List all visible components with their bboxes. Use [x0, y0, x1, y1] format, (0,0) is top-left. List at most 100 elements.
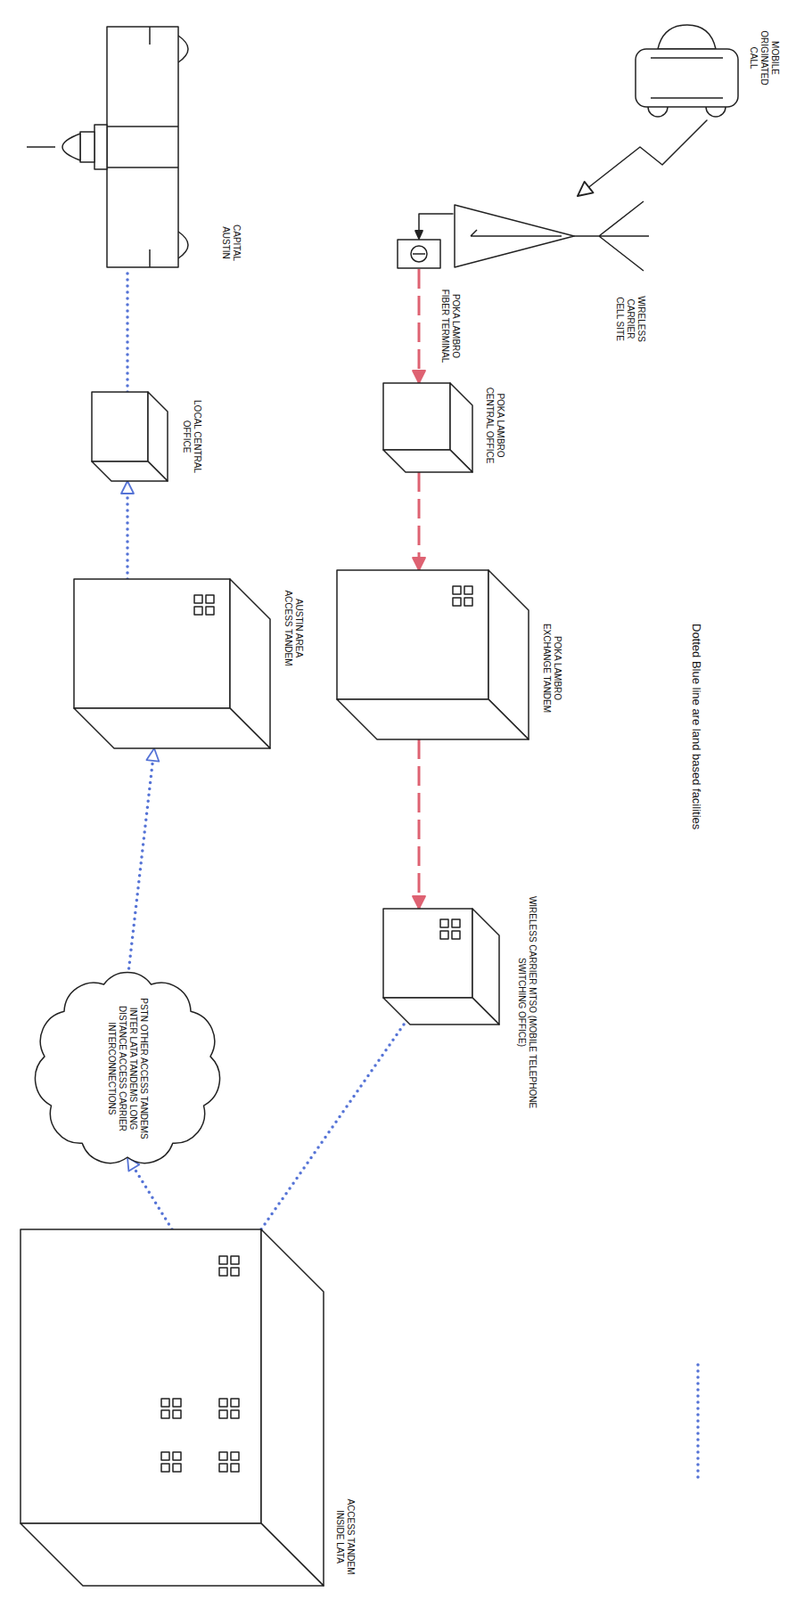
tandem-building-part — [73, 708, 271, 749]
tandem-building-part — [161, 1464, 170, 1473]
connector — [415, 213, 453, 239]
node-label: WIRELESS CARRIER MTSO (MOBILE TELEPHONE … — [516, 886, 538, 1119]
central-office-building-part — [91, 461, 168, 482]
tandem-building-part — [161, 1452, 170, 1461]
diagram-node: MOBILE ORIGINATED CALL — [631, 17, 780, 121]
tandem-building-part — [336, 699, 529, 740]
connector — [127, 1157, 173, 1231]
node-label: WIRELESS CARRIER CELL SITE — [614, 287, 647, 352]
arrowhead — [415, 230, 423, 239]
tandem-building-part — [230, 1452, 239, 1461]
node-label: POKA LAMBRO CENTRAL OFFICE — [484, 378, 506, 473]
capitol-illustration-part — [106, 26, 179, 268]
capitol-illustration-part — [178, 35, 189, 259]
capitol-illustration — [24, 26, 204, 268]
tandem-building-part — [20, 1524, 324, 1587]
tandem-building-part — [219, 1411, 228, 1420]
connector-line — [418, 213, 453, 239]
capitol-illustration-part — [80, 131, 95, 163]
legend-sample-line-part — [696, 1365, 700, 1484]
network-cloud-part — [34, 973, 220, 1165]
switching-office-building-part — [383, 909, 473, 999]
tandem-building-part — [172, 1399, 181, 1408]
car-illustration-part — [657, 24, 716, 50]
node-label: CAPITAL AUSTIN — [220, 218, 242, 268]
tandem-building-part — [230, 1256, 239, 1265]
tandem-building-part — [336, 570, 489, 700]
connector — [261, 1025, 404, 1231]
diagram-node: AUSTIN AREA ACCESS TANDEM — [73, 579, 304, 749]
diagram-node: CAPITAL AUSTIN — [24, 26, 242, 268]
node-label: LOCAL CENTRAL OFFICE — [180, 392, 203, 482]
tandem-building-part — [172, 1411, 181, 1420]
node-label: PSTN OTHER ACCESS TANDEMS INTER LATA TAN… — [106, 995, 149, 1143]
connector-line — [418, 269, 421, 384]
car-illustration — [631, 17, 743, 121]
arrowhead — [412, 558, 426, 571]
legend-sample-line — [689, 1362, 707, 1487]
tandem-building — [20, 1230, 324, 1587]
diagram-node: POKA LAMBRO FIBER TERMINAL — [396, 238, 461, 371]
arrowhead — [121, 481, 134, 494]
fiber-terminal-symbol — [396, 238, 442, 270]
capitol-illustration-part — [94, 124, 107, 170]
diagram-node: POKA LAMBRO CENTRAL OFFICE — [383, 378, 506, 473]
node-label: AUSTIN AREA ACCESS TANDEM — [282, 583, 304, 673]
switching-office-building-part — [451, 919, 460, 928]
connector-line — [418, 739, 421, 910]
diagram-node: LOCAL CENTRAL OFFICE — [91, 392, 203, 482]
tandem-building-part — [219, 1452, 228, 1461]
capitol-illustration-part — [26, 146, 56, 148]
switching-office-building — [383, 909, 500, 1026]
node-label: MOBILE ORIGINATED CALL — [747, 22, 780, 94]
tandem-building-part — [452, 598, 461, 607]
switching-office-building-part — [440, 919, 449, 928]
arrowhead — [146, 748, 159, 763]
tandem-building-part — [230, 1399, 239, 1408]
tandem-building-part — [452, 586, 461, 595]
connector-line — [125, 267, 130, 393]
diagram-node: POKA LAMBRO EXCHANGE TANDEM — [336, 570, 563, 740]
legend-text: Dotted Blue line are land based faciliti… — [689, 623, 704, 830]
arrowhead — [577, 181, 594, 197]
tandem-building-part — [230, 1268, 239, 1277]
connector-line — [127, 1157, 173, 1231]
fiber-terminal-symbol-part — [412, 253, 426, 255]
node-label: POKA LAMBRO FIBER TERMINAL — [439, 281, 461, 371]
arrowhead — [412, 896, 426, 910]
tandem-building-part — [230, 1464, 239, 1473]
connector-line — [127, 748, 155, 982]
cell-tower-illustration-part — [574, 201, 649, 271]
connector-line — [418, 472, 421, 571]
central-office-building — [91, 392, 168, 482]
node-label: POKA LAMBRO EXCHANGE TANDEM — [541, 615, 563, 723]
connector — [127, 267, 129, 393]
connector — [121, 481, 134, 580]
tandem-building-part — [194, 607, 203, 616]
tandem-building-part — [219, 1464, 228, 1473]
cell-tower-illustration-part — [454, 205, 575, 268]
tandem-building-part — [161, 1399, 170, 1408]
legend-entry: Dotted Blue line are land based faciliti… — [689, 623, 706, 830]
tandem-building-part — [230, 1411, 239, 1420]
tandem-building-part — [20, 1230, 262, 1525]
tandem-building-part — [464, 586, 473, 595]
tandem-building-part — [172, 1464, 181, 1473]
cell-tower-illustration — [452, 196, 649, 277]
central-office-building — [383, 383, 473, 473]
tandem-building-part — [219, 1268, 228, 1277]
connector-line — [125, 481, 130, 580]
switching-office-building-part — [383, 998, 500, 1026]
diagram-node: WIRELESS CARRIER MTSO (MOBILE TELEPHONE … — [383, 886, 538, 1119]
tandem-building — [336, 570, 529, 740]
central-office-building-part — [383, 383, 451, 451]
cell-tower-illustration-part — [470, 229, 562, 237]
arrowhead — [412, 370, 426, 384]
fiber-terminal-symbol-part — [410, 246, 427, 263]
tandem-building-part — [172, 1452, 181, 1461]
switching-office-building-part — [440, 931, 449, 940]
tandem-building — [73, 579, 271, 749]
central-office-building-part — [383, 450, 473, 473]
